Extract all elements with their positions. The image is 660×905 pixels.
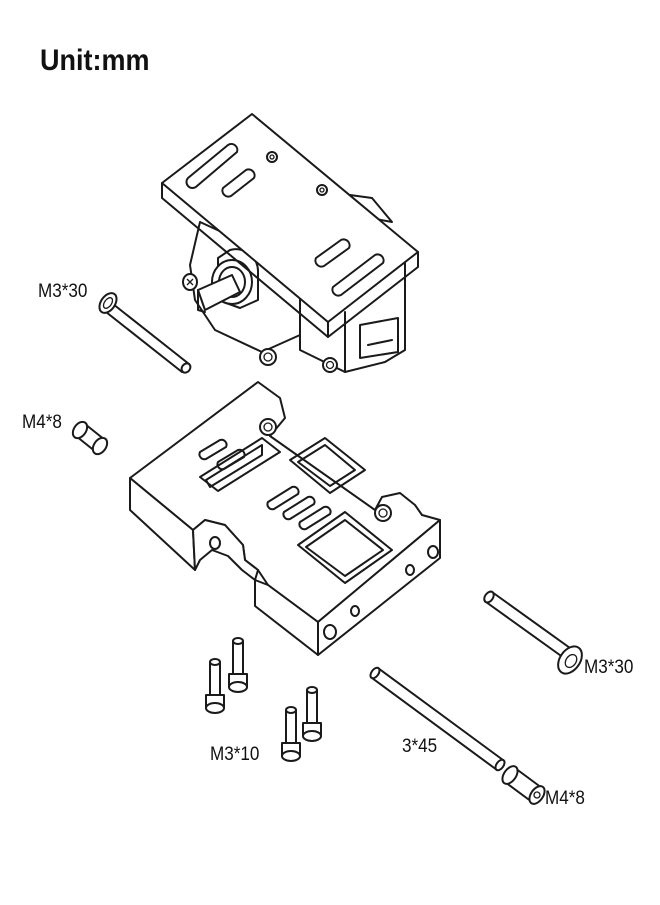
label-m3x30-left: M3*30 [38,281,88,302]
m4x8-spacer-right [501,765,546,805]
label-m3x30-right: M3*30 [584,657,634,678]
unit-label: Unit:mm [40,44,150,77]
screw-2 [228,637,248,693]
m3x10-screws [205,637,322,762]
label-m4x8-left: M4*8 [22,412,62,433]
screw-1 [205,658,225,714]
skid-plate [129,381,441,656]
m3x30-pin-right [483,590,583,675]
label-m3x10: M3*10 [210,744,260,765]
screw-3 [281,706,301,762]
servo-mount-assembly [161,113,419,373]
pin-3x45 [369,666,506,772]
label-pin-3x45: 3*45 [402,736,438,757]
screw-4 [302,686,322,742]
label-m4x8-right: M4*8 [545,788,585,809]
m4x8-spacer-left [71,420,109,456]
m3x30-pin-left [98,292,192,374]
